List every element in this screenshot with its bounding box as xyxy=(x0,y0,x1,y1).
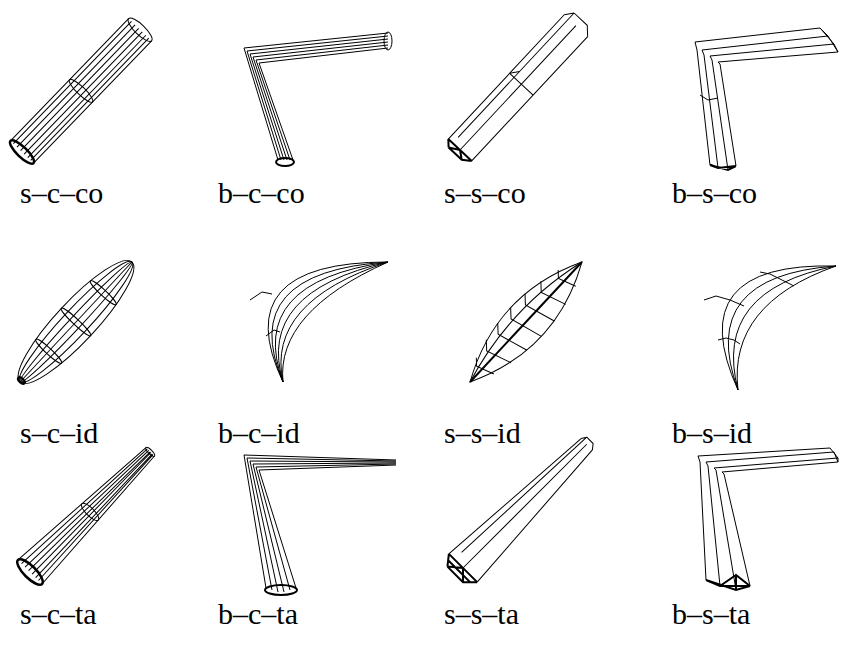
geon-label: s–s–co xyxy=(444,176,526,209)
geon-label: b–s–ta xyxy=(672,597,750,630)
geon-label: b–s–id xyxy=(672,416,752,449)
bent-cylinder xyxy=(244,32,392,166)
tapered-cylinder xyxy=(14,438,164,588)
straight-square-bar xyxy=(444,9,593,165)
geon-label: s–c–id xyxy=(20,416,98,449)
geon-label: s–s–id xyxy=(444,416,521,449)
bent-tapered-square-bar xyxy=(698,448,838,590)
straight-square-ellipsoid xyxy=(455,248,598,397)
tapered-square-bar xyxy=(442,427,605,590)
bent-tapered-cylinder xyxy=(244,455,396,595)
geon-label: s–c–co xyxy=(20,176,103,209)
geon-label: b–c–id xyxy=(218,416,300,449)
curved-square-bar xyxy=(704,266,836,390)
geon-label: s–s–ta xyxy=(444,597,519,630)
straight-ellipsoid xyxy=(5,248,146,395)
geon-label: b–c–co xyxy=(218,176,305,209)
curved-cylinder xyxy=(250,262,388,382)
geon-label: b–s–co xyxy=(672,176,757,209)
straight-cylinder xyxy=(7,15,155,167)
geon-label: b–c–ta xyxy=(218,597,298,630)
bent-square-bar xyxy=(695,28,838,170)
geon-label: s–c–ta xyxy=(20,597,97,630)
